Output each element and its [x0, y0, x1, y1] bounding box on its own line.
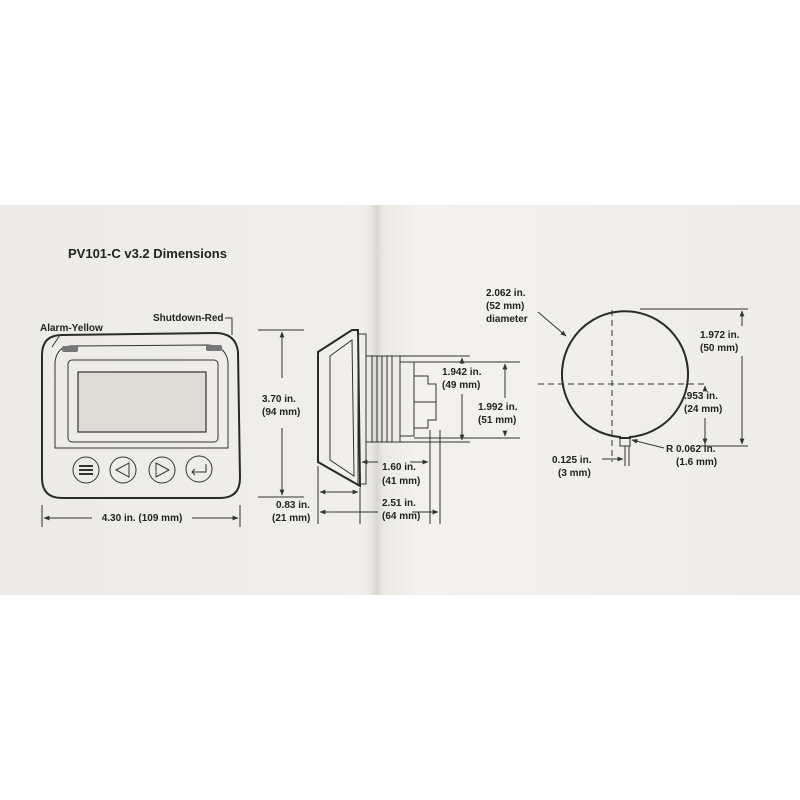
dim-953-in: .953 in. — [684, 391, 718, 402]
slot-mm-label: (3 mm) — [558, 468, 591, 479]
screen-window — [67, 359, 219, 443]
bezel-outline — [41, 331, 242, 499]
dim-251-in: 2.51 in. — [382, 498, 416, 509]
lcd-display — [77, 371, 207, 433]
width-label: 4.30 in. (109 mm) — [102, 513, 183, 524]
cutout-outline — [561, 310, 689, 439]
right-arrow-button-icon — [155, 462, 171, 478]
dim-1942-in: 1.942 in. — [442, 367, 482, 378]
front-view: Alarm-Yellow Shutdown-Red — [40, 313, 304, 527]
radius-in-label: R 0.062 in. — [666, 444, 716, 455]
dim-160-mm: (41 mm) — [382, 476, 420, 487]
radius-mm-label: (1.6 mm) — [676, 457, 717, 468]
shutdown-leader-line — [225, 317, 233, 335]
side-view: 1.942 in. (49 mm) 1.992 in. (51 mm) 0.83… — [272, 329, 520, 524]
diameter-word-label: diameter — [486, 314, 528, 325]
shutdown-red-label: Shutdown-Red — [153, 313, 224, 324]
height-mm-label: (94 mm) — [262, 407, 300, 418]
alarm-yellow-label: Alarm-Yellow — [40, 323, 103, 334]
dim-083-in: 0.83 in. — [276, 500, 310, 511]
height-in-label: 3.70 in. — [262, 394, 296, 405]
diameter-leader — [537, 311, 567, 337]
side-bezel — [317, 329, 362, 488]
dim-1972-mm: (50 mm) — [700, 343, 738, 354]
dim-1972-in: 1.972 in. — [700, 330, 740, 341]
dim-1992-in: 1.992 in. — [478, 402, 518, 413]
menu-button — [72, 456, 100, 484]
radius-leader — [631, 438, 665, 449]
dim-083-mm: (21 mm) — [272, 513, 310, 524]
dim-953-mm: (24 mm) — [684, 404, 722, 415]
alarm-leader-line — [51, 334, 61, 348]
alarm-led — [62, 346, 78, 352]
page-title: PV101-C v3.2 Dimensions — [68, 246, 227, 261]
diameter-mm-label: (52 mm) — [486, 301, 524, 312]
enter-button — [185, 455, 213, 483]
diameter-in-label: 2.062 in. — [486, 288, 526, 299]
enter-button-icon — [191, 464, 207, 476]
dim-160-in: 1.60 in. — [382, 462, 416, 473]
menu-button-icon — [79, 465, 93, 475]
side-bezel-inner — [329, 339, 355, 477]
left-button — [109, 456, 137, 484]
dim-251-mm: (64 mm) — [382, 511, 420, 522]
right-button — [148, 456, 176, 484]
dim-1942-mm: (49 mm) — [442, 380, 480, 391]
thread-lines — [371, 356, 393, 442]
shutdown-led — [206, 345, 222, 351]
panel-cutout-view: 2.062 in. (52 mm) diameter 1.972 in. (50… — [486, 288, 748, 479]
threaded-body — [365, 355, 401, 443]
dim-1992-mm: (51 mm) — [478, 415, 516, 426]
rear-connector — [413, 375, 437, 429]
slot-in-label: 0.125 in. — [552, 455, 592, 466]
mounting-nut — [399, 361, 415, 437]
left-arrow-button-icon — [114, 462, 130, 478]
